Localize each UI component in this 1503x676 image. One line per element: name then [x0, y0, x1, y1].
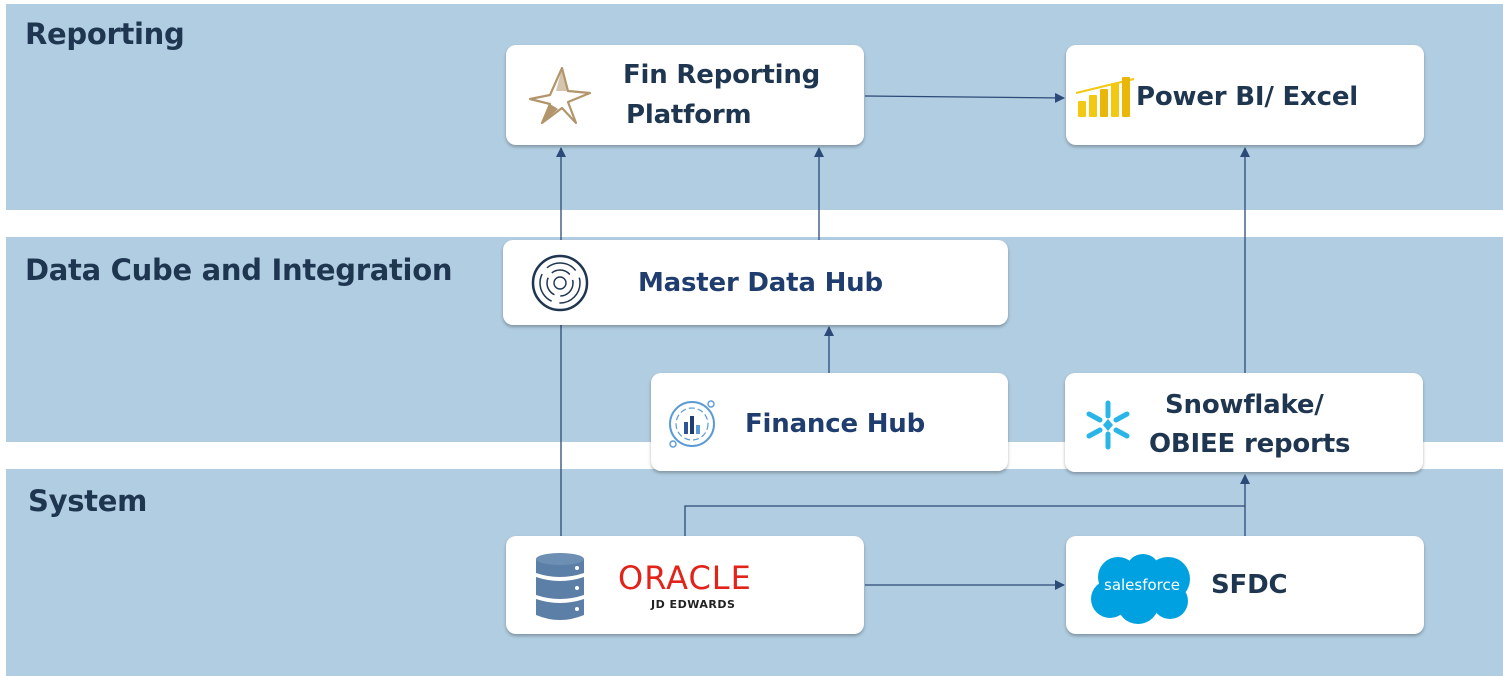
- salesforce-logo-text: salesforce: [1104, 576, 1180, 594]
- star-logo-icon: [528, 65, 592, 132]
- snowflake-title-line-2: OBIEE reports: [1149, 429, 1351, 459]
- finance-hub-node: Finance Hub: [651, 373, 1008, 471]
- reporting-layer-label: Reporting: [25, 17, 185, 51]
- data-cube-layer-label: Data Cube and Integration: [25, 253, 453, 287]
- sfdc-title: SFDC: [1211, 570, 1288, 600]
- power-bi-node: Power BI/ Excel: [1066, 45, 1424, 145]
- power-bi-title: Power BI/ Excel: [1136, 82, 1358, 112]
- oracle-jde-node: ORACLE JD EDWARDS: [506, 536, 864, 634]
- concentric-circles-icon: [529, 253, 591, 318]
- snowflake-obiee-node: Snowflake/ OBIEE reports: [1065, 373, 1423, 472]
- edge-fin-reporting-to-power-bi: [864, 92, 1065, 103]
- snowflake-icon: [1082, 399, 1134, 456]
- fin-reporting-title-line-1: Fin Reporting: [623, 60, 821, 90]
- fin-reporting-title-line-2: Platform: [626, 100, 752, 130]
- fin-reporting-platform-node: Fin Reporting Platform: [506, 45, 864, 145]
- sfdc-node: salesforce SFDC: [1066, 536, 1424, 634]
- power-bi-icon: [1074, 75, 1136, 124]
- edge-oracle-to-snowflake: [684, 505, 1245, 536]
- finance-hub-title: Finance Hub: [745, 409, 926, 439]
- database-icon: [534, 551, 586, 628]
- jd-edwards-text: JD EDWARDS: [651, 598, 736, 611]
- master-data-hub-title: Master Data Hub: [638, 268, 883, 298]
- salesforce-cloud-icon: [1088, 553, 1194, 630]
- snowflake-title-line-1: Snowflake/: [1165, 390, 1324, 420]
- master-data-hub-node: Master Data Hub: [503, 240, 1008, 325]
- oracle-logo-text: ORACLE: [618, 559, 752, 597]
- system-layer-label: System: [28, 484, 148, 518]
- finance-chart-icon: [663, 395, 721, 458]
